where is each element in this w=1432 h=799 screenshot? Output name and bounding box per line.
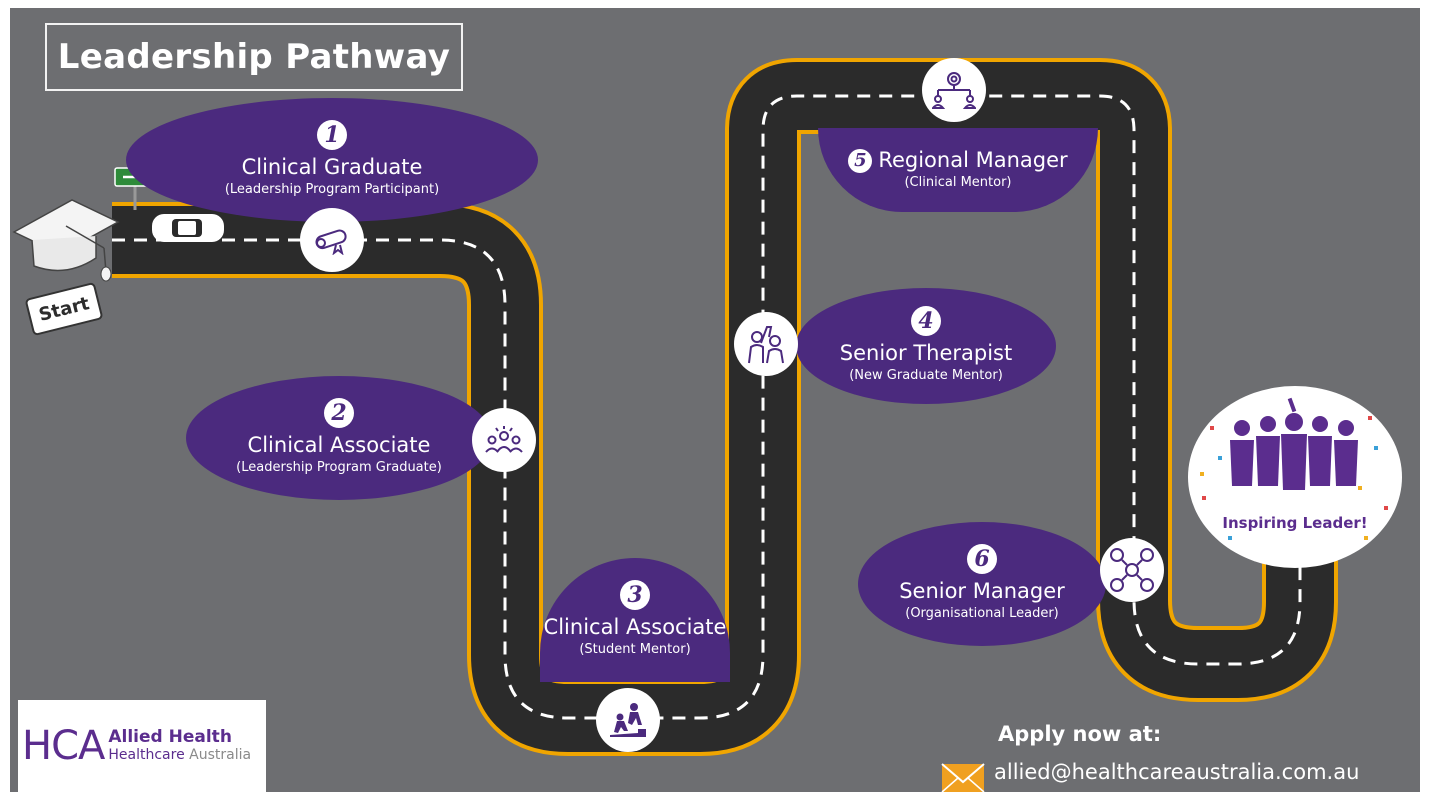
stage-title: Regional Manager [878,148,1068,172]
stage-subtitle: (Leadership Program Participant) [224,182,440,197]
diploma-scroll-icon [300,208,364,272]
stage-subtitle: (Organisational Leader) [905,606,1059,621]
stage-subtitle: (Clinical Mentor) [904,175,1012,190]
stage-title: Clinical Graduate [241,155,423,179]
finish-label: Inspiring Leader! [1222,514,1368,532]
email-link[interactable]: allied@healthcareaustralia.com.au [994,760,1360,784]
stage-number: 2 [324,398,354,428]
leaders-group-icon [1200,397,1388,540]
email-row: allied@healthcareaustralia.com.au [940,760,1359,784]
stage-subtitle: (Leadership Program Graduate) [236,460,442,475]
high-five-icon [734,312,798,376]
stage-number: 3 [620,580,650,610]
group-idea-icon [472,408,536,472]
hca-logo: HCA Allied Health Healthcare Australia [18,700,266,792]
stage-6-bubble: 6 Senior Manager (Organisational Leader) [858,522,1106,646]
helping-climb-icon [596,688,660,752]
stage-2-bubble: 2 Clinical Associate (Leadership Program… [186,376,492,500]
graduation-cap-icon [12,199,120,282]
stage-4-bubble: 4 Senior Therapist (New Graduate Mentor) [796,288,1056,404]
stage-1-bubble: 1 Clinical Graduate (Leadership Program … [126,98,538,222]
logo-line2: Healthcare Australia [108,746,251,764]
page-title: Leadership Pathway [45,23,463,91]
logo-line2b: Australia [184,747,252,763]
org-structure-icon [922,58,986,122]
logo-line2a: Healthcare [108,747,185,763]
stage-title: Senior Therapist [839,341,1013,365]
stage-number: 4 [911,306,941,336]
stage-title: Clinical Associate [543,615,727,639]
stage-subtitle: (Student Mentor) [579,642,691,657]
logo-line1: Allied Health [108,727,232,747]
stage-subtitle: (New Graduate Mentor) [849,368,1003,383]
network-people-icon [1100,538,1164,602]
stage-title: Senior Manager [899,579,1065,603]
logo-mark: HCA [22,723,105,769]
stage-number: 5 [848,149,873,173]
stage-number: 1 [317,120,347,150]
car-icon [152,214,224,242]
finish-circle: Inspiring Leader! [1188,386,1402,568]
stage-title: Clinical Associate [247,433,431,457]
email-envelope-icon [941,763,985,793]
stage-number: 6 [967,544,997,574]
apply-label: Apply now at: [998,722,1162,746]
